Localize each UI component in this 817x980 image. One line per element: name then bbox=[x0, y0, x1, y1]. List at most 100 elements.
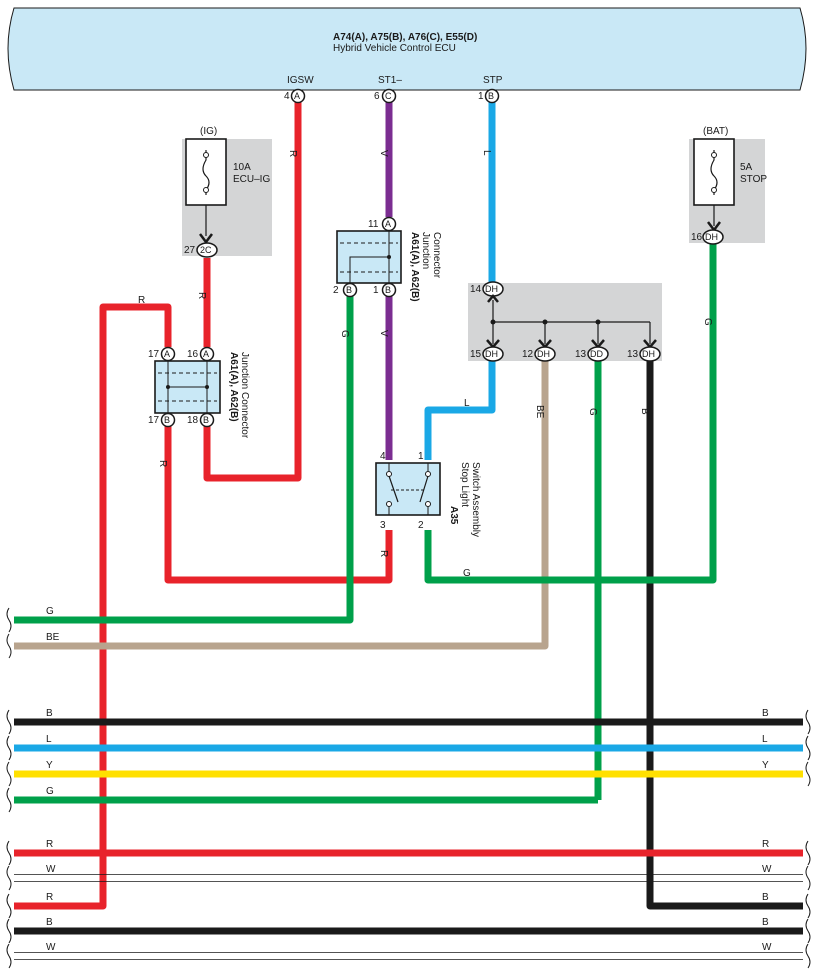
switch-id: A35 bbox=[448, 506, 459, 525]
jc-upper-pin11-conn: A bbox=[385, 219, 391, 229]
ecu-pin-conn-stp: B bbox=[488, 91, 494, 101]
bus-y1-label-left: Y bbox=[46, 760, 53, 771]
bus-break-icon bbox=[6, 893, 12, 919]
jc-lower-name: Junction Connector bbox=[239, 352, 250, 439]
bus-b1-label-left: B bbox=[46, 708, 53, 719]
fuse-ig-header: (IG) bbox=[200, 126, 217, 137]
wire-red-switch bbox=[164, 423, 393, 584]
fuse-bat-conn: DH bbox=[705, 232, 718, 242]
joint-pin15-num: 15 bbox=[470, 349, 482, 360]
joint-pin15-conn: DH bbox=[485, 349, 498, 359]
bus-l1-label-left: L bbox=[46, 734, 52, 745]
fuse-bat-rating: 5A bbox=[740, 162, 753, 173]
ecu-pin-num-st1: 6 bbox=[374, 91, 380, 102]
junction-connector-upper: 11 A 2 B 1 B A61(A), A62(B) Junction Con… bbox=[333, 216, 442, 302]
bus-b2-label-right: B bbox=[762, 892, 769, 903]
bus-break-icon bbox=[805, 761, 811, 787]
fuse-bat-body bbox=[693, 138, 735, 206]
switch-pin2: 2 bbox=[418, 520, 424, 531]
jc-lower-id: A61(A), A62(B) bbox=[228, 352, 239, 422]
joint-pin13dd-conn: DD bbox=[590, 349, 603, 359]
fuse-ig-pin-num: 27 bbox=[184, 245, 196, 256]
fuse-bat-pin bbox=[702, 229, 724, 245]
switch-pin1: 1 bbox=[418, 451, 424, 462]
label-bat: G bbox=[702, 318, 713, 326]
switch-contact-icon bbox=[388, 475, 399, 503]
ecu-pin-stp bbox=[484, 88, 500, 104]
jc-upper-name2: Connector bbox=[431, 232, 442, 279]
bus-break-icon bbox=[6, 787, 12, 813]
switch-body bbox=[375, 462, 441, 516]
fuse-ig: (IG) 10A ECU–IG 27 2C bbox=[184, 126, 270, 258]
bus-break-icon bbox=[805, 865, 811, 891]
bus-b3-label-right: B bbox=[762, 917, 769, 928]
joint-pin13dd bbox=[587, 346, 609, 362]
jc-upper-pin2-num: 2 bbox=[333, 285, 339, 296]
jc-lower-pin17b-conn: B bbox=[164, 415, 170, 425]
jc-lower-pin17b-num: 17 bbox=[148, 415, 160, 426]
jc-lower-pin17a-conn: A bbox=[164, 349, 170, 359]
joint-pin13dh bbox=[639, 346, 661, 362]
jc-upper-pin2-conn: B bbox=[346, 285, 352, 295]
label-igsw: R bbox=[287, 150, 298, 157]
fuse-bat-name: STOP bbox=[740, 174, 767, 185]
junction-connector-lower: 17 A 16 A 17 B 18 B A61(A), A62(B) Junct… bbox=[148, 346, 250, 439]
bus-be1-label-left: BE bbox=[46, 632, 60, 643]
fuse-ig-arrow-icon bbox=[199, 233, 213, 245]
jc-upper-pin1-conn: B bbox=[385, 285, 391, 295]
wire-igsw-red bbox=[203, 102, 302, 482]
bus-break-icon bbox=[805, 918, 811, 944]
ecu-title: A74(A), A75(B), A76(C), E55(D) bbox=[333, 32, 477, 43]
switch-name2: Switch Assembly bbox=[470, 462, 481, 537]
bus-r2-label-left: R bbox=[46, 892, 53, 903]
label-r-loop: R bbox=[138, 295, 145, 306]
fuse-ig-conn: 2C bbox=[200, 245, 212, 255]
joint-pin14-num: 14 bbox=[470, 284, 482, 295]
jc-lower-pin17a-num: 17 bbox=[148, 349, 160, 360]
label-r-switch: R bbox=[378, 550, 389, 557]
jc-upper-name: Junction bbox=[420, 232, 431, 269]
ecu-pin-num-igsw: 4 bbox=[284, 91, 290, 102]
jc-lower-pin16-conn: A bbox=[203, 349, 209, 359]
fuse-ig-body bbox=[185, 138, 227, 206]
jc-upper-pin2 bbox=[342, 282, 358, 298]
fuse-bat-header: (BAT) bbox=[703, 126, 728, 137]
bus-w2-label-left: W bbox=[46, 942, 56, 953]
joint-pin14-conn: DH bbox=[485, 284, 498, 294]
joint-pin13dh-conn: DH bbox=[642, 349, 655, 359]
wire-blue-switch bbox=[424, 361, 496, 460]
bus-b1-label-right: B bbox=[762, 708, 769, 719]
wire-black-joint bbox=[646, 361, 803, 910]
ecu-pin-name-stp: STP bbox=[483, 75, 503, 86]
joint-pin13dh-num: 13 bbox=[627, 349, 639, 360]
fuse-ig-pin bbox=[196, 242, 218, 258]
bus-r1-label-left: R bbox=[46, 839, 53, 850]
fuse-ig-element-icon bbox=[202, 150, 210, 195]
joint-pin12-num: 12 bbox=[522, 349, 534, 360]
label-b-joint: B bbox=[639, 408, 650, 415]
bus-break-icon bbox=[6, 607, 12, 633]
joint-pin13dd-num: 13 bbox=[575, 349, 587, 360]
wire-green-switch bbox=[424, 243, 717, 584]
switch-pin4: 4 bbox=[380, 451, 386, 462]
ecu-outline bbox=[7, 7, 807, 91]
wire-labels: R V V L G R R R G R L BE G B G bbox=[138, 150, 713, 579]
label-st1-lower: V bbox=[378, 330, 389, 337]
ecu-pin-name-igsw: IGSW bbox=[287, 75, 314, 86]
label-g-joint: G bbox=[587, 408, 598, 416]
bus-w1-label-right: W bbox=[762, 864, 772, 875]
joint-connector: 14 DH 15 DH 12 DH 13 DD 13 DH bbox=[470, 281, 661, 362]
label-l-switch: L bbox=[464, 398, 470, 409]
bus-l1-label-right: L bbox=[762, 734, 768, 745]
bus-g2-label-left: G bbox=[46, 786, 54, 797]
label-r-jc-left: R bbox=[157, 460, 168, 467]
bus-break-icon bbox=[805, 893, 811, 919]
bus-break-icon bbox=[6, 918, 12, 944]
bus-break-icon bbox=[6, 943, 12, 969]
fuse-bat: (BAT) 5A STOP 16 DH bbox=[691, 126, 767, 245]
bus-g1-label-left: G bbox=[46, 606, 54, 617]
bus-w2-label-right: W bbox=[762, 942, 772, 953]
label-st1: V bbox=[378, 150, 389, 157]
